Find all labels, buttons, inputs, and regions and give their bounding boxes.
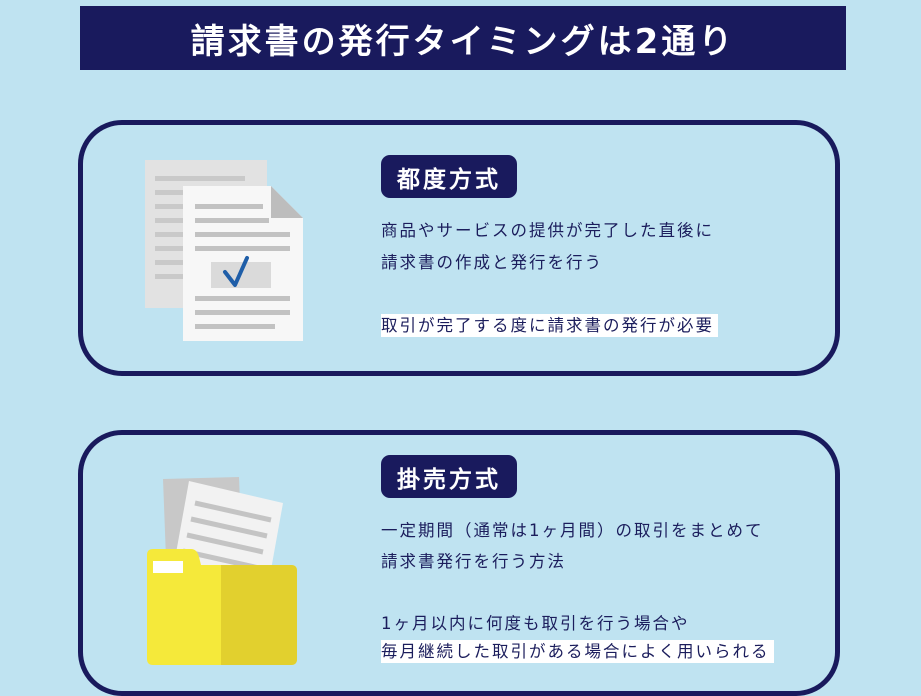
method-card-per-transaction: 都度方式 商品やサービスの提供が完了した直後に 請求書の作成と発行を行う 取引が… bbox=[78, 120, 840, 376]
method-description: 請求書の作成と発行を行う bbox=[381, 253, 603, 272]
method-card-credit-sales: 掛売方式 一定期間（通常は1ヶ月間）の取引をまとめて 請求書発行を行う方法 1ヶ… bbox=[78, 430, 840, 696]
method-description: 商品やサービスの提供が完了した直後に bbox=[381, 221, 714, 240]
method-description: 請求書発行を行う方法 bbox=[381, 552, 566, 571]
page-title: 請求書の発行タイミングは2通り bbox=[80, 6, 846, 70]
invoice-document-check-icon bbox=[143, 158, 313, 343]
method-highlight: 取引が完了する度に請求書の発行が必要 bbox=[381, 314, 718, 337]
method-description: 一定期間（通常は1ヶ月間）の取引をまとめて bbox=[381, 521, 764, 540]
method-highlight: 毎月継続した取引がある場合によく用いられる bbox=[381, 640, 774, 663]
method-label: 掛売方式 bbox=[381, 455, 517, 498]
method-note: 1ヶ月以内に何度も取引を行う場合や bbox=[381, 614, 690, 633]
method-label: 都度方式 bbox=[381, 155, 517, 198]
folder-documents-icon bbox=[141, 473, 311, 668]
